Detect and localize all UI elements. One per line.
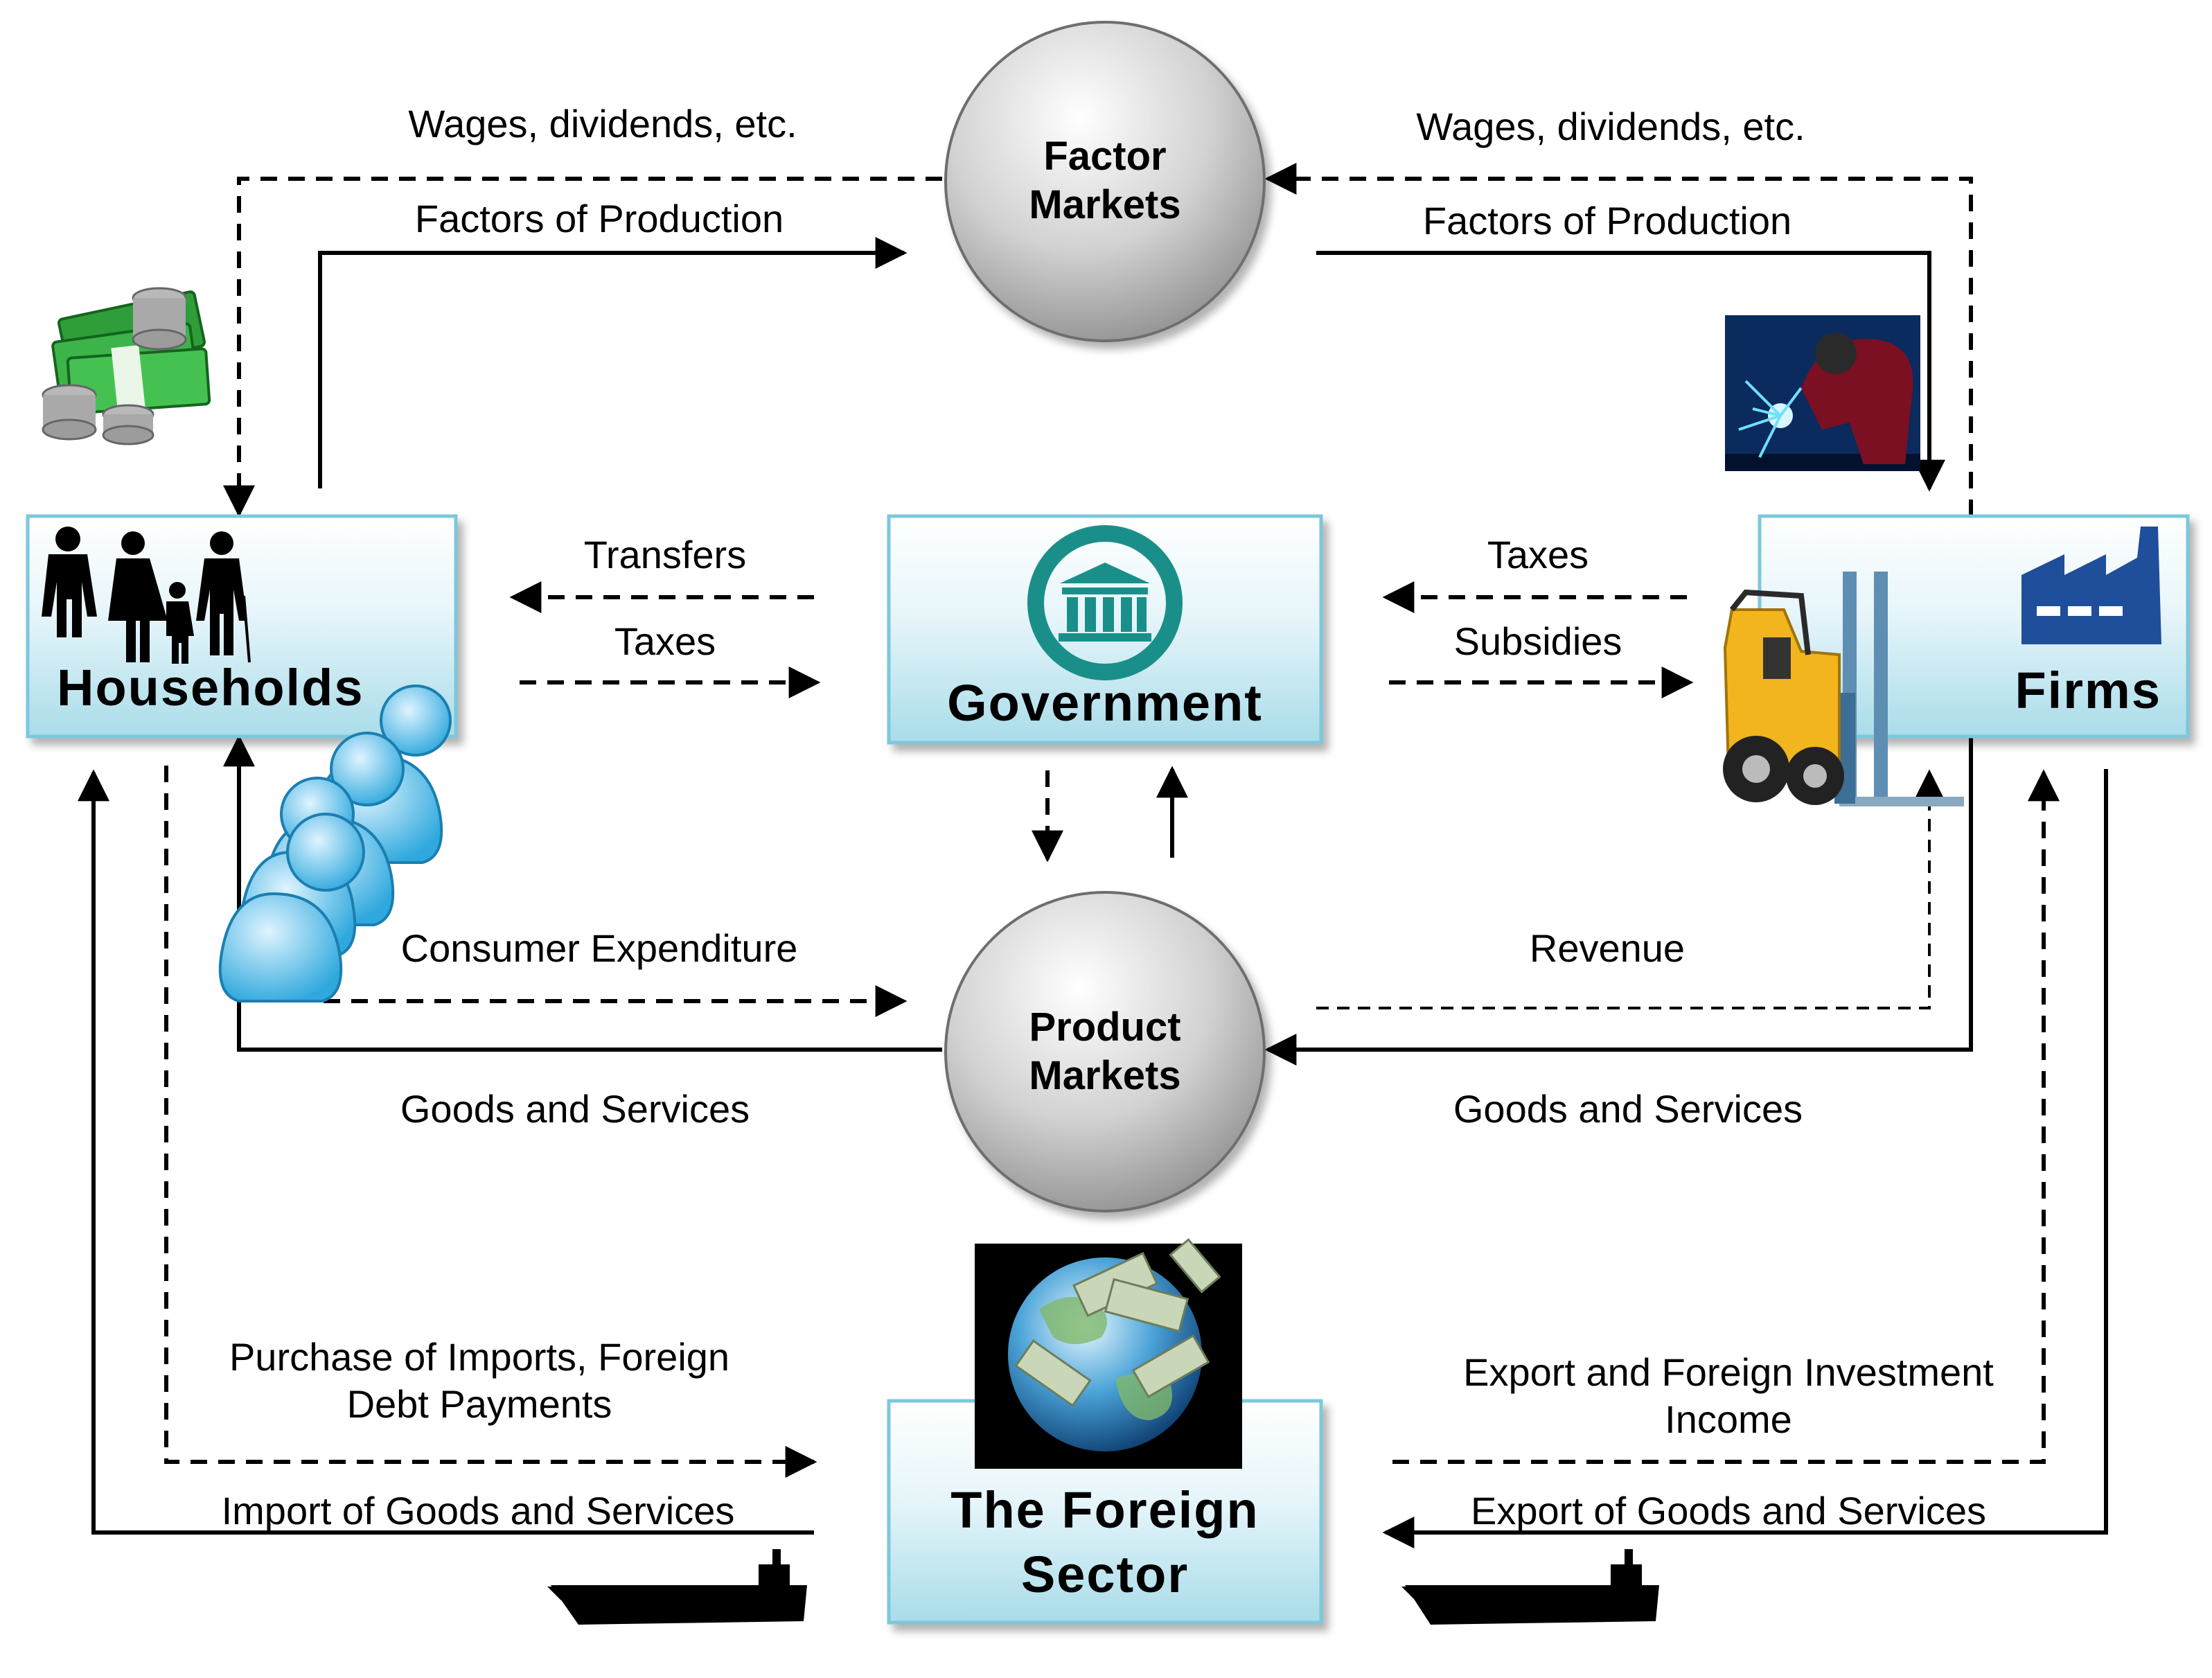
product-markets-node: Product Markets (944, 891, 1266, 1212)
welder-icon (1725, 315, 1920, 471)
wages-from-firms-line (1264, 163, 1973, 516)
wages-to-households-line (223, 177, 942, 518)
family-icon (42, 527, 251, 664)
factors-from-households-line (318, 237, 908, 488)
goods-right-label: Goods and Services (1453, 1087, 1803, 1131)
flow-lines (78, 163, 2108, 1548)
import-goods-line (78, 769, 814, 1535)
export-goods-line (1382, 769, 2108, 1548)
factor-markets-title-line1: Factor (1043, 134, 1166, 179)
foreign-sector-title-line1: The Foreign (950, 1481, 1259, 1539)
goods-to-households-line (223, 734, 942, 1052)
goods-left-label: Goods and Services (400, 1087, 750, 1131)
revenue-line (1316, 769, 1945, 1009)
consumer-expenditure-label: Consumer Expenditure (401, 926, 798, 970)
purchase-imports-label-line2: Debt Payments (347, 1382, 612, 1426)
subsidies-label: Subsidies (1454, 619, 1622, 663)
factor-markets-node: Factor Markets (944, 21, 1266, 342)
transfers-label: Transfers (584, 533, 746, 576)
purchase-imports-label-line1: Purchase of Imports, Foreign (229, 1335, 729, 1379)
export-income-label-line2: Income (1665, 1397, 1792, 1441)
wages-left-label: Wages, dividends, etc. (408, 102, 797, 145)
wages-right-label: Wages, dividends, etc. (1416, 105, 1805, 148)
taxes-households-label: Taxes (614, 619, 716, 663)
factors-right-label: Factors of Production (1423, 199, 1791, 242)
government-node: Government (887, 514, 1323, 745)
product-markets-title-line2: Markets (1029, 1053, 1180, 1098)
factory-icon (2021, 527, 2161, 644)
globe-money-icon (975, 1238, 1242, 1469)
revenue-label: Revenue (1530, 926, 1685, 970)
factor-markets-title-line2: Markets (1029, 182, 1180, 227)
foreign-sector-title-line2: Sector (1021, 1546, 1189, 1603)
households-title: Households (57, 659, 364, 716)
purchase-imports-line (164, 766, 817, 1478)
factors-left-label: Factors of Production (415, 197, 784, 240)
money-stack-icon (42, 287, 211, 445)
cargo-ship-icon (1401, 1549, 1659, 1625)
product-markets-title-line1: Product (1029, 1005, 1180, 1050)
government-title: Government (947, 674, 1263, 732)
export-income-line (1392, 769, 2060, 1464)
households-node: Households (26, 514, 458, 739)
cargo-ship-icon (547, 1549, 807, 1625)
government-building-icon (1027, 525, 1183, 680)
export-income-label-line1: Export and Foreign Investment (1463, 1350, 1994, 1394)
taxes-firms-label: Taxes (1487, 533, 1589, 576)
forklift-icon (1723, 572, 1964, 806)
firms-title: Firms (2015, 662, 2161, 719)
flow-labels: Wages, dividends, etc. Wages, dividends,… (222, 102, 1994, 1533)
people-group-icon (218, 685, 452, 1003)
import-goods-label: Import of Goods and Services (222, 1489, 735, 1533)
goods-from-firms-line (1264, 734, 1973, 1066)
factors-to-firms-line (1316, 251, 1945, 492)
export-goods-label: Export of Goods and Services (1471, 1489, 1986, 1533)
